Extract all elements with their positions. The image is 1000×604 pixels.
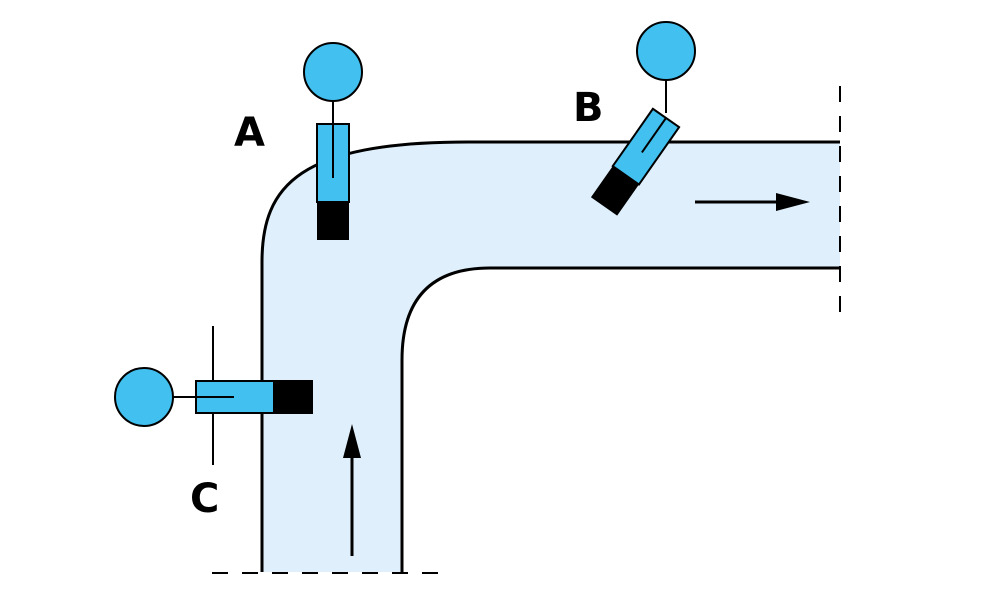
instrument-c xyxy=(114,326,313,465)
label-a: A xyxy=(234,110,265,156)
instrument-a xyxy=(303,42,363,240)
instrument-c-probe-tip xyxy=(274,380,313,414)
instrument-b-gauge xyxy=(636,21,696,81)
label-c: C xyxy=(190,476,219,522)
instrument-a-gauge xyxy=(303,42,363,102)
instrument-b-probe-tip xyxy=(590,166,639,216)
instrument-c-gauge xyxy=(114,367,174,427)
pipe-interior xyxy=(262,142,840,572)
pipe-inner-wall xyxy=(400,266,840,572)
pipe-outer-wall xyxy=(260,140,840,572)
instrument-b xyxy=(590,21,696,216)
flow-up-arrow-icon xyxy=(343,424,361,556)
flow-right-arrow-icon xyxy=(695,193,810,211)
label-b: B xyxy=(573,85,604,131)
instrument-a-probe-tip xyxy=(317,202,349,240)
